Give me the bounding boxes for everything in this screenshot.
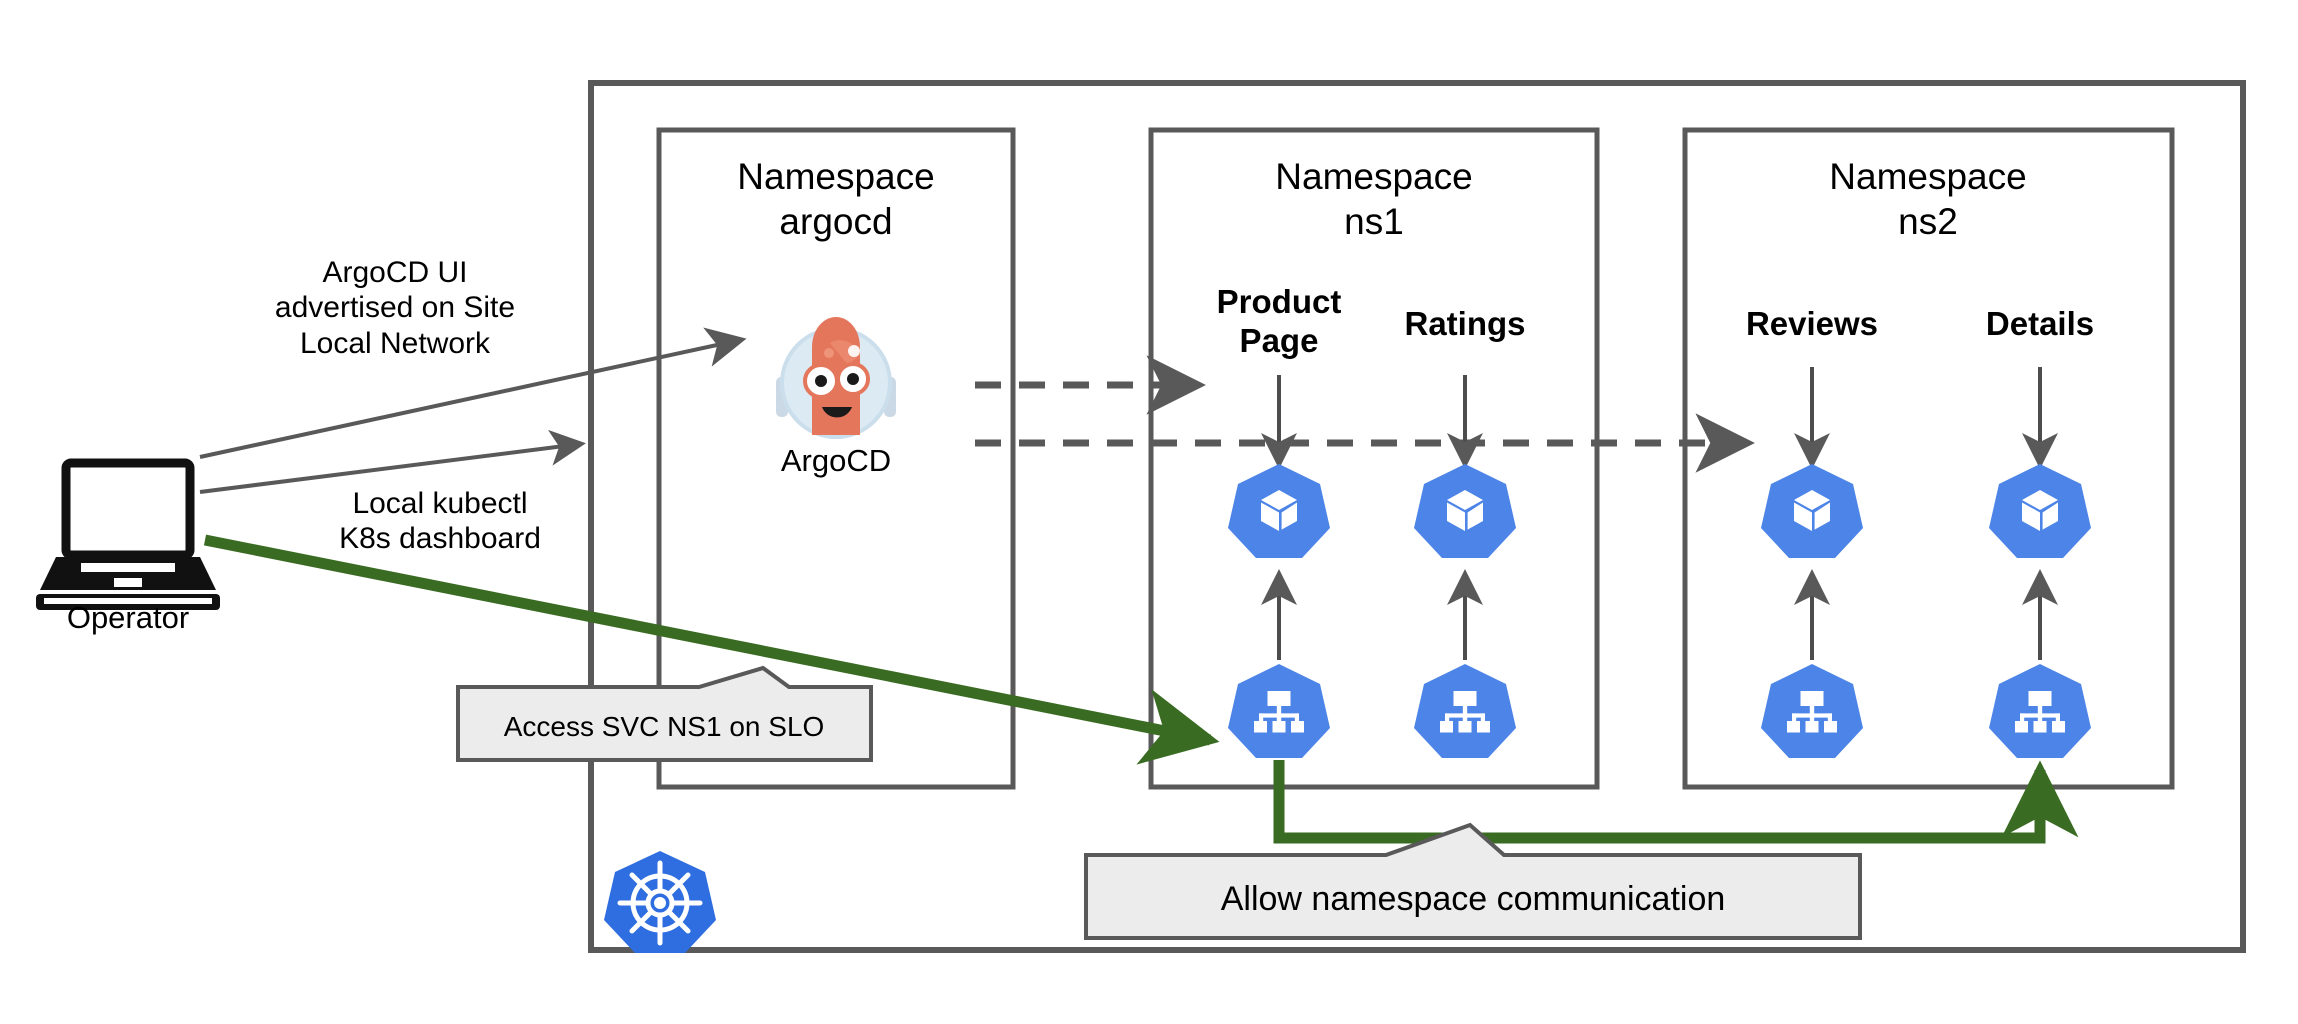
pod-ratings bbox=[1414, 464, 1516, 558]
namespace-title-argocd: Namespace bbox=[737, 156, 935, 197]
namespace-subtitle-argocd: argocd bbox=[779, 201, 893, 242]
connector-ns1-service-to-ns2-service bbox=[1273, 760, 2079, 844]
kubernetes-helm-icon bbox=[604, 851, 716, 953]
callout-allow-ns-shape bbox=[1084, 822, 1862, 940]
connector-operator-to-ns1-service bbox=[203, 534, 1220, 765]
service-ratings bbox=[1414, 664, 1516, 758]
app-label-details: Details bbox=[1985, 305, 2095, 342]
argocd-mascot-icon bbox=[776, 317, 896, 439]
namespace-subtitle-ns1: ns1 bbox=[1344, 201, 1404, 242]
namespace-title-ns1: Namespace bbox=[1275, 156, 1473, 197]
namespace-subtitle-ns2: ns2 bbox=[1898, 201, 1958, 242]
app-label-ratings: Ratings bbox=[1404, 305, 1526, 342]
connector-operator-to-argocd bbox=[199, 327, 747, 459]
laptop-icon bbox=[36, 458, 220, 610]
callout-access-svc-label: Access SVC NS1 on SLO bbox=[503, 711, 825, 742]
pod-details bbox=[1989, 464, 2091, 558]
namespace-box-ns1 bbox=[1148, 127, 1600, 790]
argocd-mascot-caption: ArgoCD bbox=[780, 443, 892, 478]
callout-allow-ns-label: Allow namespace communication bbox=[1220, 880, 1726, 918]
service-productpage bbox=[1228, 664, 1330, 758]
namespace-box-argocd bbox=[656, 127, 1016, 790]
annotation-argocd-ui: ArgoCD UI advertised on Site Local Netwo… bbox=[274, 256, 516, 360]
service-reviews bbox=[1761, 664, 1863, 758]
pod-productpage bbox=[1228, 464, 1330, 558]
annotation-local-kubectl: Local kubectl K8s dashboard bbox=[339, 487, 541, 556]
connector-operator-to-cluster bbox=[199, 429, 586, 494]
app-label-productpage: Product Page bbox=[1216, 283, 1342, 359]
callout-access-svc-shape bbox=[456, 665, 873, 762]
pod-reviews bbox=[1761, 464, 1863, 558]
namespace-title-ns2: Namespace bbox=[1829, 156, 2027, 197]
app-label-reviews: Reviews bbox=[1745, 305, 1879, 342]
namespace-box-ns2 bbox=[1682, 127, 2175, 790]
operator-label: Operator bbox=[66, 600, 190, 635]
service-details bbox=[1989, 664, 2091, 758]
